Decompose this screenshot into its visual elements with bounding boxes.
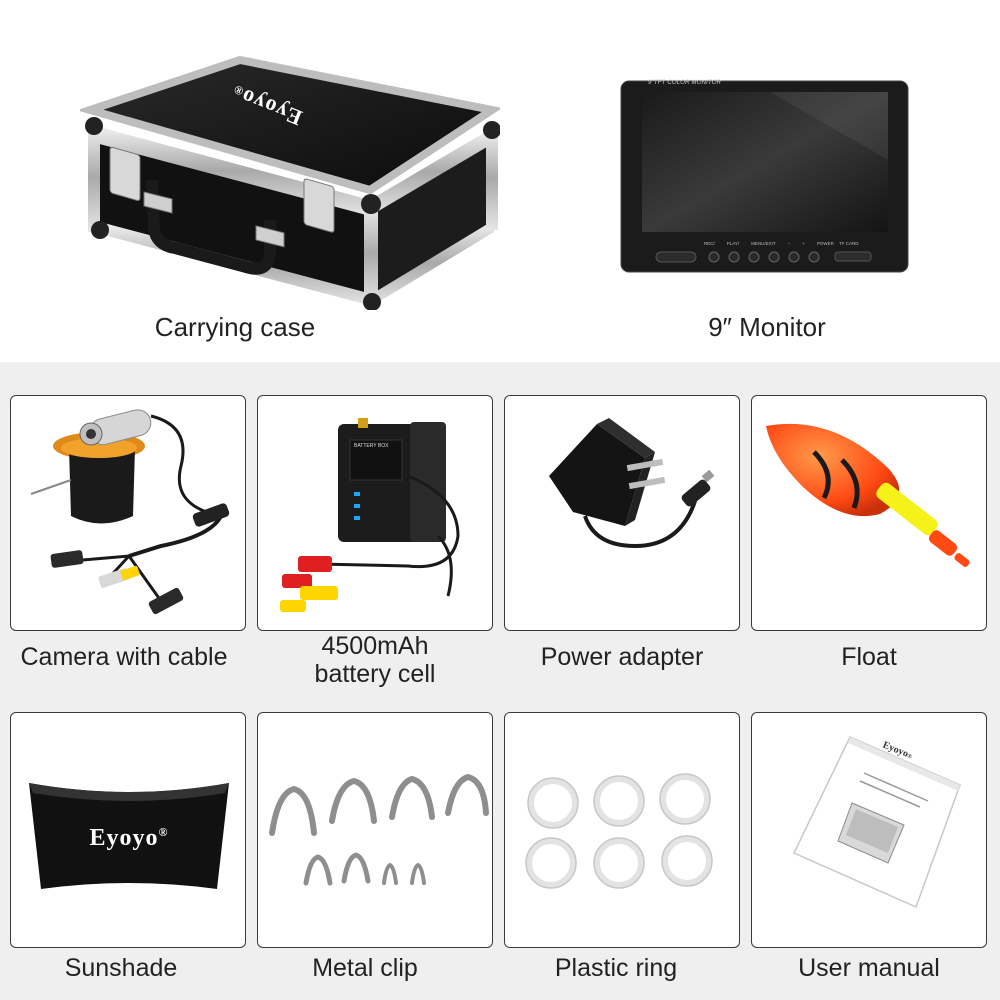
float-label: Float <box>841 643 897 671</box>
monitor-badge: 9"TFT COLOR MONITOR <box>648 80 722 86</box>
carrying-case-image: Eyoyo® <box>80 40 500 310</box>
metal-clip-label: Metal clip <box>312 954 418 982</box>
sunshade-label: Sunshade <box>64 954 178 982</box>
monitor-power-label: POWER <box>816 241 834 246</box>
user-manual-label: User manual <box>798 954 940 982</box>
plastic-ring-label: Plastic ring <box>554 954 678 982</box>
battery-label: 4500mAh battery cell <box>251 632 499 688</box>
monitor-play-label: PLAY/ <box>726 241 740 246</box>
monitor-label: 9″ Monitor <box>708 312 826 342</box>
battery-label-line-1: 4500mAh <box>321 632 429 660</box>
plastic-ring-card <box>504 712 740 948</box>
battery-box-title: BATTERY BOX <box>354 443 389 449</box>
camera-label: Camera with cable <box>20 643 228 671</box>
user-manual-card: Eyoyo® <box>751 712 987 948</box>
metal-clip-card <box>257 712 493 948</box>
camera-card <box>10 395 246 631</box>
carrying-case-label: Carrying case <box>154 312 316 342</box>
monitor-image: 9"TFT COLOR MONITOR REC/ PLAY/ MENU/EXIT… <box>620 80 910 275</box>
monitor-tf-card-label: TF CARD <box>839 241 859 246</box>
battery-label-line-2: battery cell <box>314 660 436 688</box>
power-adapter-card <box>504 395 740 631</box>
sunshade-brand-logo: Eyoyo® <box>89 825 169 851</box>
sunshade-card: Eyoyo® <box>10 712 246 948</box>
monitor-minus-label: − <box>787 241 791 246</box>
monitor-button-labels: REC/ PLAY/ MENU/EXIT − + POWER <box>704 241 834 246</box>
monitor-plus-label: + <box>802 241 805 246</box>
float-card <box>751 395 987 631</box>
monitor-rec-label: REC/ <box>704 241 715 246</box>
power-adapter-label: Power adapter <box>540 643 704 671</box>
battery-card: BATTERY BOX <box>257 395 493 631</box>
monitor-menu-label: MENU/EXIT <box>751 241 776 246</box>
